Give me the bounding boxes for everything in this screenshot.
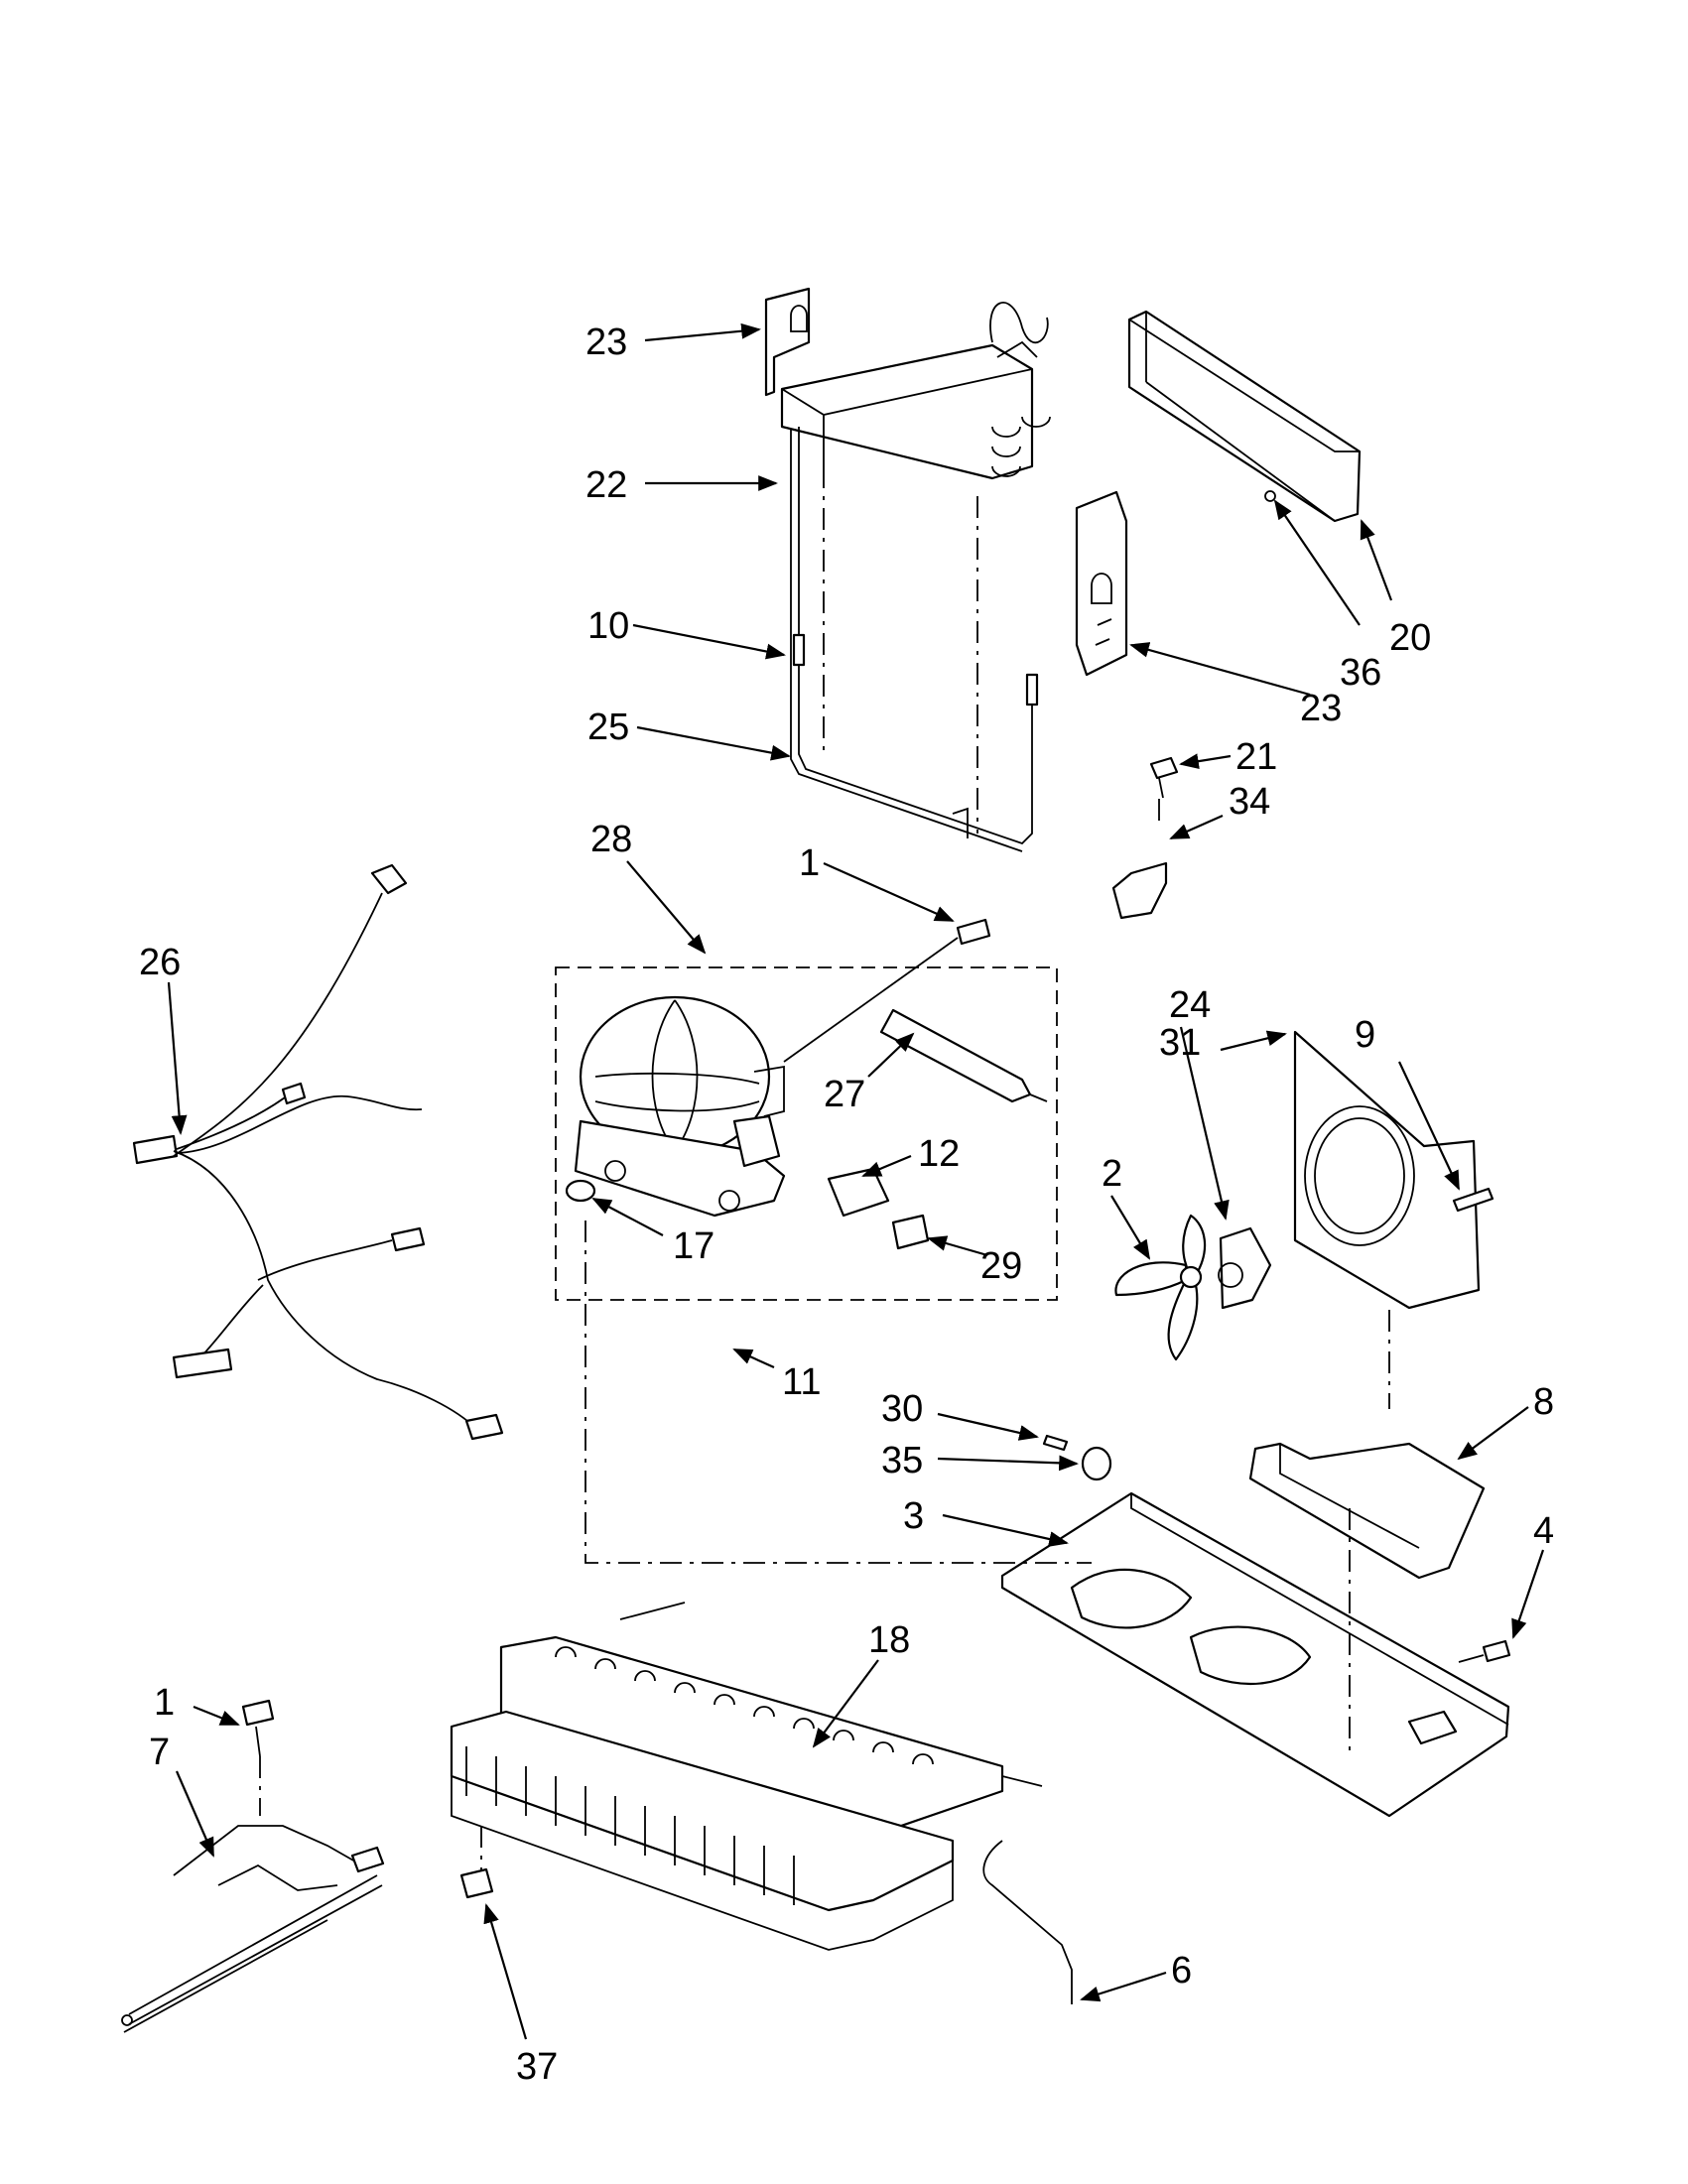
callout-12: 12 (918, 1133, 960, 1175)
callout-27: 27 (824, 1074, 865, 1115)
callout-17: 17 (673, 1225, 714, 1267)
machine-compartment (584, 1220, 1511, 1818)
callout-10: 10 (587, 605, 629, 647)
callout-9: 9 (1355, 1014, 1375, 1056)
callout-26: 26 (139, 942, 181, 983)
callout-11: 11 (782, 1361, 821, 1403)
callout-29: 29 (980, 1245, 1022, 1287)
callout-25: 25 (587, 707, 629, 748)
compressor-assembly (555, 918, 1058, 1301)
callout-21: 21 (1235, 736, 1277, 778)
callout-arrows (167, 322, 1545, 2040)
callout-labels: 23 22 10 25 23 36 20 21 34 28 1 26 27 12… (139, 321, 1554, 2088)
callout-18: 18 (868, 1619, 910, 1661)
callout-2: 2 (1102, 1153, 1122, 1195)
callout-23-top: 23 (585, 321, 627, 363)
condenser-fan-assembly (1114, 1030, 1494, 1409)
callout-1-bottom: 1 (154, 1682, 175, 1724)
condenser-coil (450, 1602, 1073, 2004)
callout-22: 22 (585, 464, 627, 506)
evaporator-assembly (764, 287, 1128, 852)
callout-31: 31 (1159, 1022, 1201, 1064)
callout-20: 20 (1389, 617, 1431, 659)
callout-7: 7 (149, 1732, 170, 1773)
callout-4: 4 (1533, 1510, 1554, 1552)
wire-harness (132, 863, 504, 1441)
callout-34: 34 (1229, 781, 1270, 823)
callout-23-right: 23 (1300, 688, 1342, 729)
callout-37: 37 (516, 2046, 558, 2088)
callout-1-top: 1 (799, 842, 820, 884)
callout-6: 6 (1171, 1950, 1192, 1991)
callout-35: 35 (881, 1440, 923, 1481)
screw-and-clip (1111, 756, 1179, 920)
callout-36: 36 (1340, 652, 1381, 694)
power-cord-assembly (121, 1699, 385, 2033)
callout-24: 24 (1169, 984, 1211, 1026)
callout-8: 8 (1533, 1381, 1554, 1423)
callout-28: 28 (590, 819, 632, 860)
callout-3: 3 (903, 1495, 924, 1537)
evaporator-cover (1127, 310, 1362, 523)
callout-30: 30 (881, 1388, 923, 1430)
